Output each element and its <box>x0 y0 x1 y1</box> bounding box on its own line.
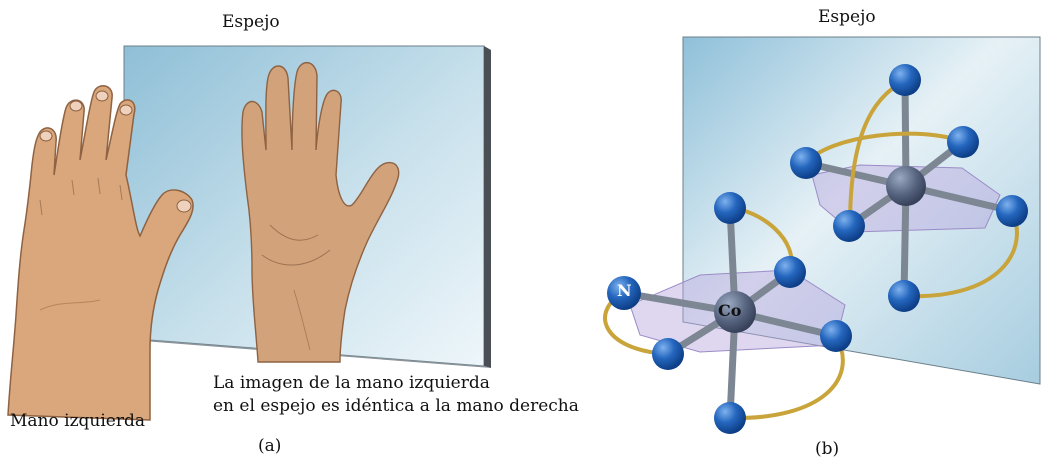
reflected-hand <box>241 62 400 363</box>
reflected-complex <box>790 64 1028 312</box>
reflection-caption-line1: La imagen de la mano izquierda <box>213 373 490 393</box>
cobalt-atom <box>714 291 756 333</box>
nitrogen-label: N <box>617 281 632 300</box>
nitrogen-atom <box>607 276 641 310</box>
panel-label-a: (a) <box>258 436 282 456</box>
front-complex <box>603 192 852 434</box>
reflection-caption-line2: en el espejo es idéntica a la mano derec… <box>213 396 579 416</box>
mirror-label-b: Espejo <box>818 7 876 27</box>
mirror-label-a: Espejo <box>222 12 280 32</box>
left-hand-label: Mano izquierda <box>10 411 145 431</box>
panel-a <box>7 45 491 421</box>
panel-b <box>603 36 1041 434</box>
cobalt-label: Co <box>718 301 742 320</box>
mirror-b <box>682 36 1041 385</box>
left-hand <box>7 85 194 421</box>
panel-label-b: (b) <box>815 439 840 459</box>
